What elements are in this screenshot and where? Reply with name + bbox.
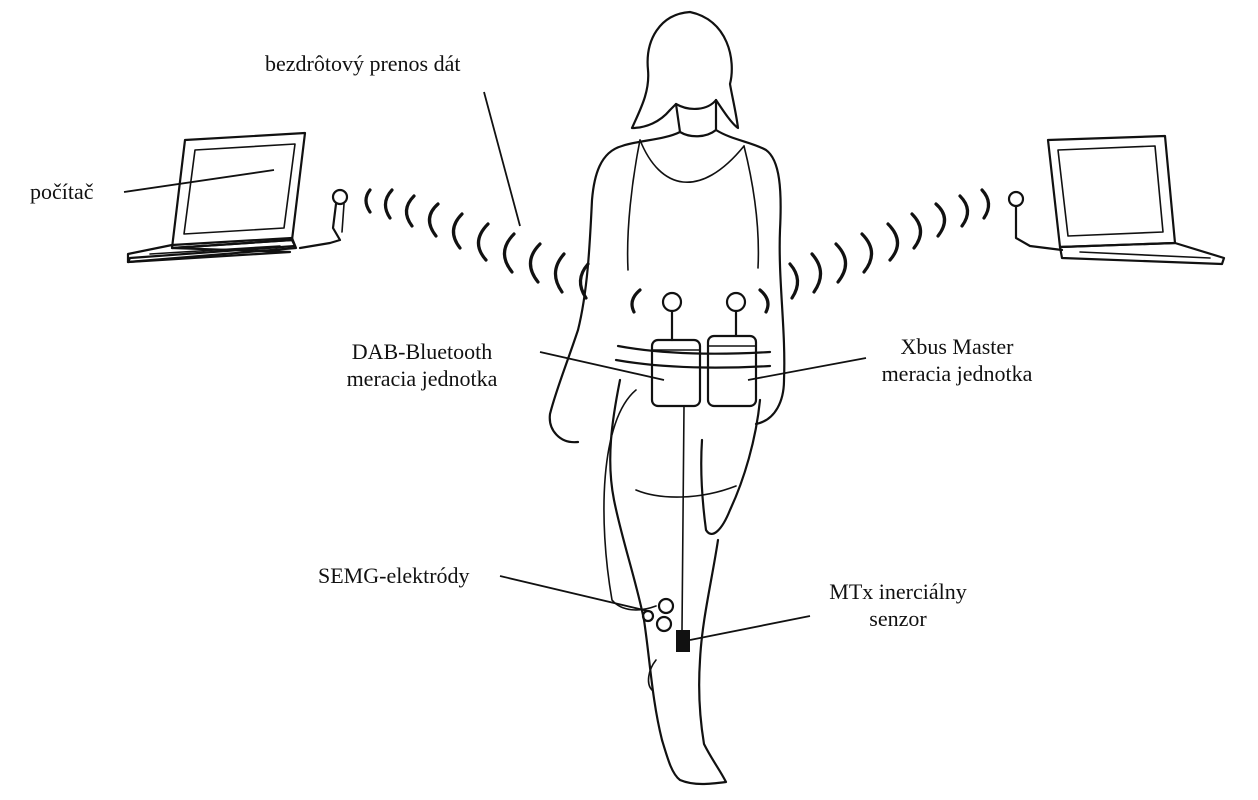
laptop-left-icon — [126, 131, 307, 264]
dab-bluetooth-unit-icon — [650, 291, 702, 408]
label-xbus-master: Xbus Master meracia jednotka — [862, 333, 1052, 387]
leader-mtx — [689, 615, 811, 641]
leader-semg — [499, 575, 653, 613]
leader-wireless — [483, 91, 521, 227]
antenna-left-icon — [298, 188, 349, 250]
laptop-right-icon — [1046, 134, 1226, 266]
label-dab-line1: DAB-Bluetooth — [351, 339, 493, 364]
label-semg-text: SEMG-elektródy — [318, 563, 470, 588]
mtx-inertial-sensor-icon — [676, 630, 690, 652]
leader-xbus — [747, 357, 867, 381]
label-computer: počítač — [30, 178, 94, 205]
label-mtx-line1: MTx inerciálny — [829, 579, 967, 604]
antenna-right-icon — [1007, 190, 1064, 252]
label-xbus-line2: meracia jednotka — [881, 361, 1033, 386]
semg-electrodes-icon — [641, 597, 675, 633]
wireless-wave-left-icon — [364, 188, 642, 314]
label-dab-bluetooth: DAB-Bluetooth meracia jednotka — [328, 338, 516, 392]
leader-dab — [539, 351, 665, 381]
label-semg-electrodes: SEMG-elektródy — [318, 562, 470, 589]
label-mtx-sensor: MTx inerciálny senzor — [812, 578, 984, 632]
label-computer-text: počítač — [30, 179, 94, 204]
label-xbus-line1: Xbus Master — [900, 334, 1014, 359]
label-wireless-transfer: bezdrôtový prenos dát — [265, 50, 461, 77]
label-mtx-line2: senzor — [869, 606, 927, 631]
leader-computer — [123, 169, 275, 193]
label-dab-line2: meracia jednotka — [346, 366, 498, 391]
label-wireless-text: bezdrôtový prenos dát — [265, 51, 461, 76]
wireless-wave-right-icon — [758, 188, 991, 314]
xbus-master-unit-icon — [706, 291, 758, 408]
person-figure — [548, 10, 786, 786]
